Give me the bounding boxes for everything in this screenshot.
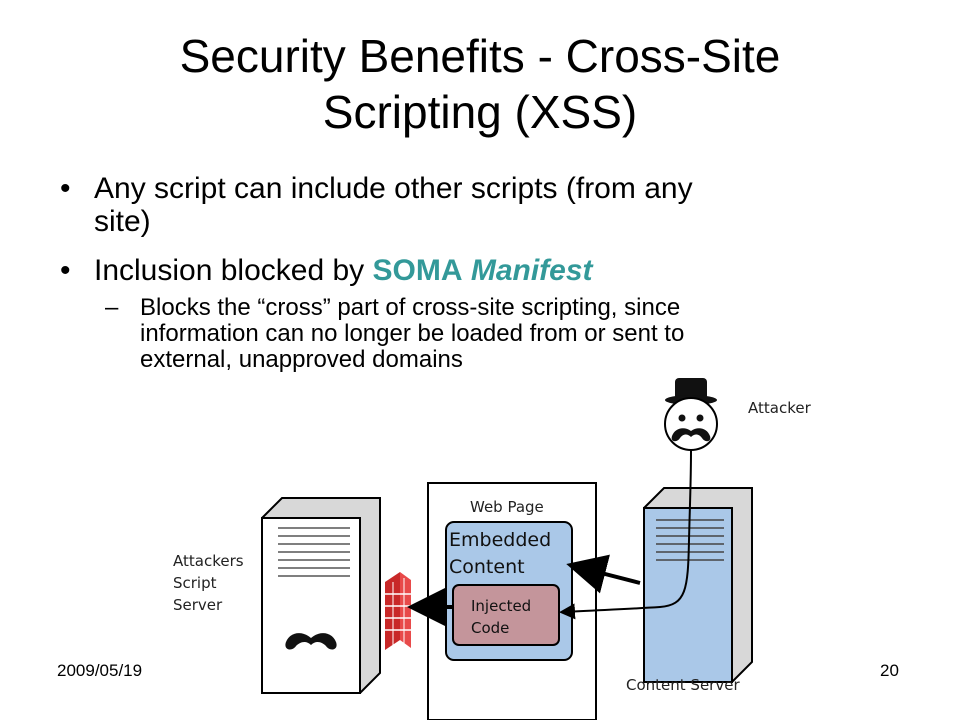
slide-title: Security Benefits - Cross-Site Scripting…: [0, 28, 960, 140]
bullet-1-line-1: Any script can include other scripts (fr…: [94, 172, 693, 205]
attacker-icon: [664, 378, 718, 451]
bullet-marker-1: •: [60, 172, 71, 205]
sub-bullet-marker: –: [105, 294, 119, 321]
footer-date: 2009/05/19: [57, 661, 143, 680]
script-server-label-1: Attackers: [173, 552, 244, 570]
web-page-label: Web Page: [470, 498, 544, 516]
mustache-icon: [285, 633, 337, 650]
embedded-content-box: [445, 521, 573, 661]
content-server: [643, 487, 753, 683]
injected-code-box: [452, 584, 560, 646]
footer-page-number: 20: [880, 661, 899, 680]
attacker-inject-arrow: [559, 449, 692, 620]
content-server-label: Content Server: [626, 676, 740, 694]
web-page-box: [427, 482, 597, 720]
injected-label-2: Code: [471, 619, 509, 637]
soma-text: SOMA: [372, 254, 463, 287]
bullet-1-line-2: site): [94, 205, 151, 238]
title-line-1: Security Benefits - Cross-Site: [179, 30, 781, 82]
bullet-2-prefix: Inclusion blocked by: [94, 254, 373, 287]
sub-bullet-line-2: information can no longer be loaded from…: [140, 320, 685, 347]
sub-bullet-line-1: Blocks the “cross” part of cross-site sc…: [140, 294, 681, 321]
attacker-label: Attacker: [748, 399, 812, 417]
manifest-text: Manifest: [470, 254, 593, 287]
bullet-marker-2: •: [60, 254, 71, 287]
script-server-label-2: Script: [173, 574, 217, 592]
attackers-script-server: [261, 497, 381, 694]
content-to-embedded-arrow: [566, 554, 641, 594]
bullet-2: Inclusion blocked by SOMA Manifest: [94, 254, 593, 287]
script-server-label-3: Server: [173, 596, 223, 614]
sub-bullet-line-3: external, unapproved domains: [140, 346, 463, 373]
embedded-label-1: Embedded: [449, 529, 551, 551]
embedded-label-2: Content: [449, 556, 525, 578]
firewall-icon: [385, 572, 411, 650]
injected-label-1: Injected: [471, 597, 531, 615]
title-line-2: Scripting (XSS): [322, 86, 638, 138]
